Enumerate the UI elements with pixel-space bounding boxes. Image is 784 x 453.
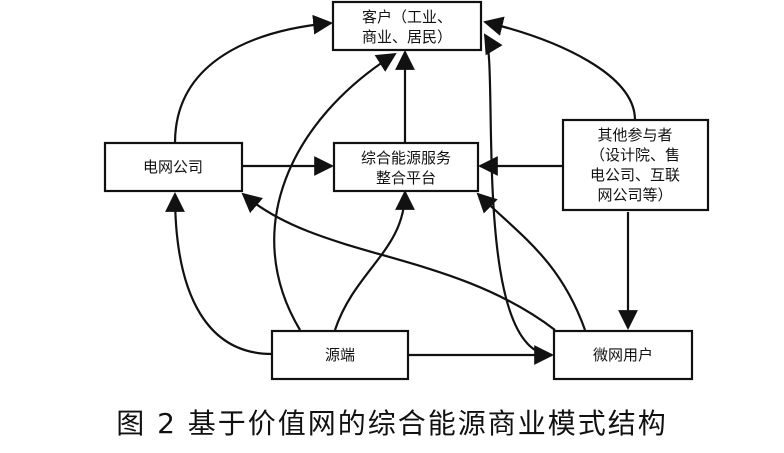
node-microgrid-user-label: 微网用户 [593,346,653,364]
edge-source-to-grid [165,192,273,356]
edge-source-to-platform [333,190,415,331]
node-source-label: 源端 [325,346,355,364]
node-platform: 综合能源服务 整合平台 [332,141,480,193]
node-grid-company-label: 电网公司 [143,158,203,176]
node-other-line-3: 电公司、互联 [590,166,680,184]
edge-grid-to-customer [173,14,333,144]
edge-microgrid-to-customer [483,33,553,357]
node-other-participants: 其他参与者 （设计院、售 电公司、互联 网公司等） [561,118,710,212]
node-microgrid-user: 微网用户 [552,329,694,381]
node-customer: 客户（工业、 商业、居民） [331,0,483,52]
node-platform-line-1: 综合能源服务 [361,149,451,167]
node-grid-company: 电网公司 [103,141,244,193]
node-customer-line-1: 客户（工业、 [362,8,452,26]
node-other-line-4: 网公司等） [597,186,672,204]
node-other-line-1: 其他参与者 [597,126,672,144]
node-platform-line-2: 整合平台 [376,169,436,187]
node-customer-line-2: 商业、居民） [362,28,452,46]
diagram-canvas: 客户（工业、 商业、居民） 电网公司 综合能源服务 整合平台 其他参与者 （设计… [103,0,710,381]
edge-other-to-customer [483,16,637,121]
figure-caption: 图 2 基于价值网的综合能源商业模式结构 [116,407,668,440]
node-other-line-2: （设计院、售 [590,146,680,164]
edge-microgrid-to-grid [241,192,556,331]
node-source: 源端 [270,329,410,381]
edge-source-to-customer [273,52,397,331]
